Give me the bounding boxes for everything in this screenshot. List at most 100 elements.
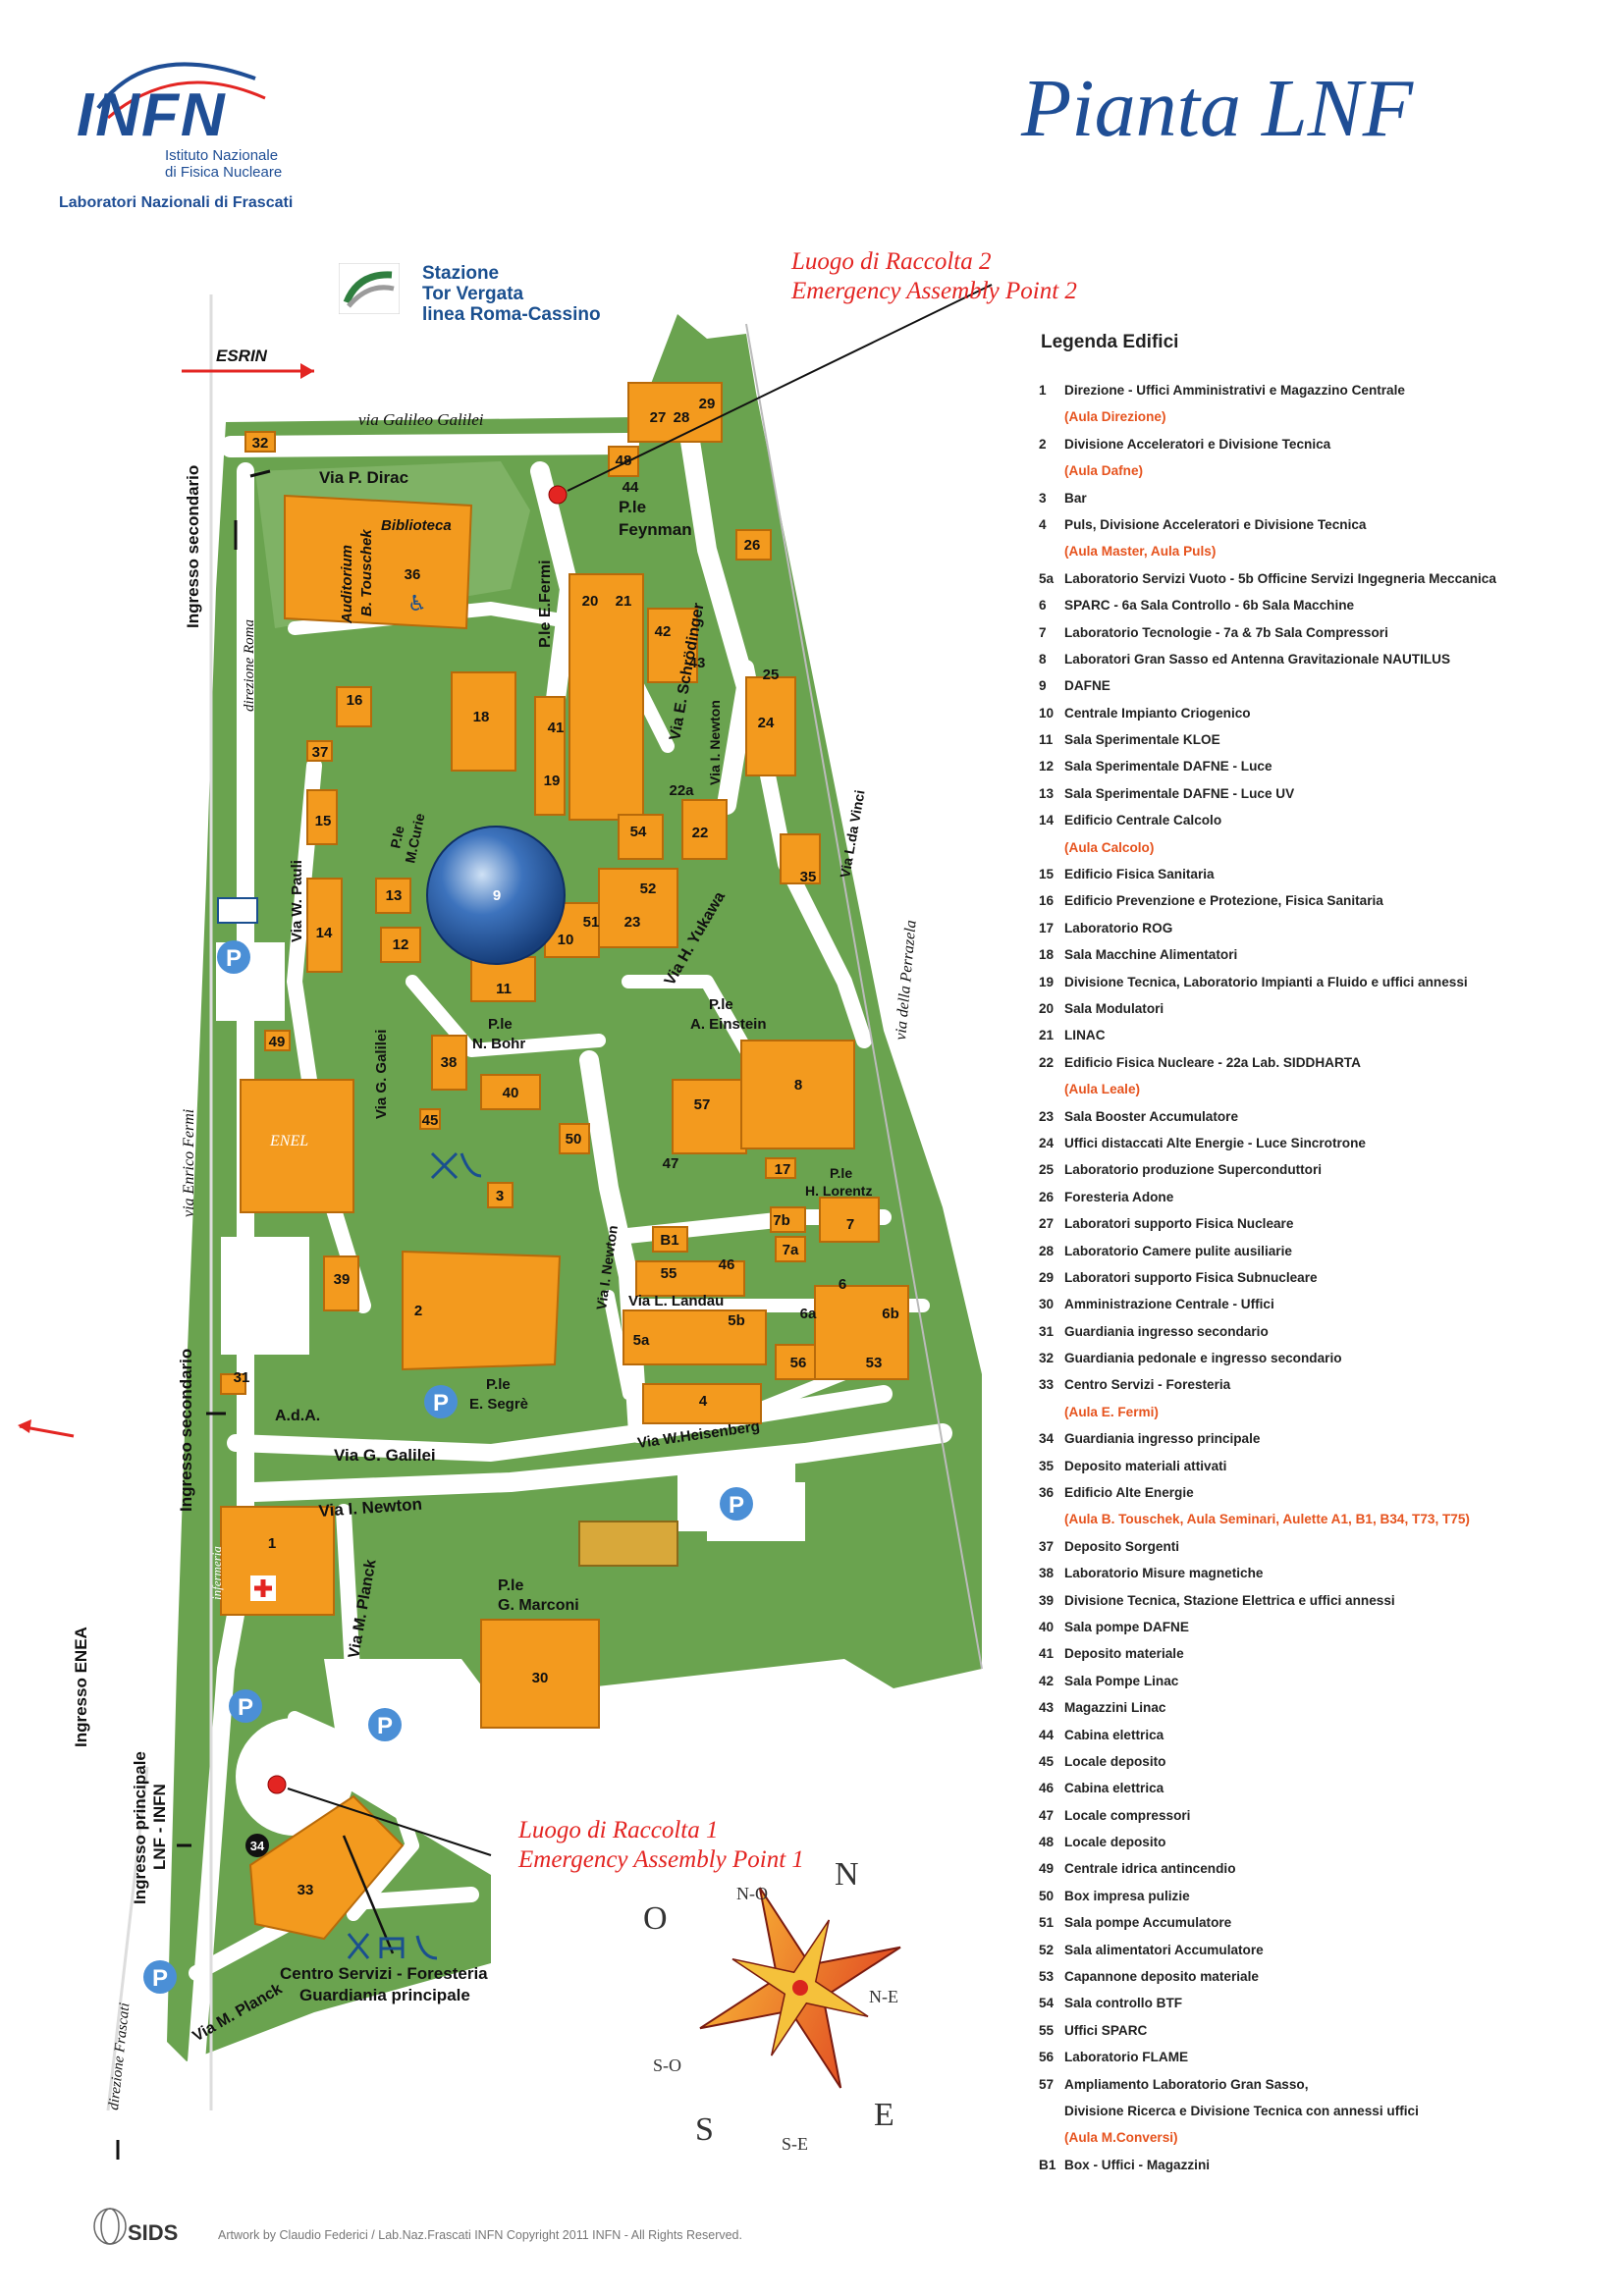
legend-item-text: Deposito Sorgenti: [1064, 1538, 1180, 1554]
legend-item-text: Ampliamento Laboratorio Gran Sasso,: [1064, 2076, 1309, 2092]
label-ple-e-fermi: P.le E.Fermi: [537, 560, 554, 648]
label-47: 47: [663, 1155, 679, 1172]
infn-logo-line2: di Fisica Nucleare: [165, 164, 283, 181]
legend-item-text: Edificio Fisica Sanitaria: [1064, 867, 1215, 882]
page-title: Pianta LNF: [1021, 63, 1414, 154]
legend-item-text: Sala pompe Accumulatore: [1064, 1915, 1232, 1931]
building-22: [681, 799, 728, 860]
legend-item-text: Locale deposito: [1064, 1835, 1166, 1850]
legend-item-number: 54: [1039, 1996, 1055, 2011]
legend-item-number: 5a: [1039, 570, 1055, 586]
label-21: 21: [616, 593, 632, 610]
label-6b: 6b: [882, 1306, 899, 1322]
label-auditorium: Auditorium: [339, 545, 355, 624]
legend-item-text: Uffici SPARC: [1064, 2022, 1148, 2038]
legend-item-text: Sala Sperimentale DAFNE - Luce UV: [1064, 785, 1295, 801]
legend-item-number: 51: [1039, 1915, 1055, 1931]
building-41-19: [534, 696, 566, 816]
label-ple-m-curie-1: P.le: [387, 824, 406, 849]
label-10: 10: [558, 932, 574, 948]
legend-item: 47 Locale compressori: [1039, 1802, 1598, 1829]
legend-item-sub: (Aula E. Fermi): [1064, 1404, 1159, 1419]
legend-item-number: 14: [1039, 813, 1055, 828]
legend-item-number: 29: [1039, 1269, 1055, 1285]
legend-item-number: 6: [1039, 598, 1047, 614]
building-1: [220, 1506, 335, 1616]
label-touschek: B. Touschek: [358, 529, 375, 616]
legend-item-text: Guardiania ingresso secondario: [1064, 1323, 1269, 1339]
legend-item-text: Centrale Impianto Criogenico: [1064, 705, 1251, 721]
label-38: 38: [441, 1054, 458, 1071]
legend-item-text: Cabina elettrica: [1064, 1727, 1164, 1742]
legend-item-sub-row: (Aula Dafne): [1039, 457, 1598, 484]
building-labels: 32 36 27 28 29 48 44 26 20 21 42 43 25 2…: [234, 396, 899, 1898]
label-ingresso-enea: Ingresso ENEA: [72, 1627, 90, 1747]
legend-item-number: 49: [1039, 1861, 1055, 1877]
label-ple-a-einstein-2: A. Einstein: [690, 1016, 767, 1033]
legend-item-number: 9: [1039, 678, 1047, 694]
label-via-g-galilei: Via G. Galilei: [334, 1446, 436, 1465]
legend-item-number: 25: [1039, 1162, 1055, 1178]
legend-item-number: 38: [1039, 1566, 1055, 1581]
label-centro-servizi: Centro Servizi - Foresteria: [280, 1964, 488, 1983]
legend-item-sub-row: (Aula Leale): [1039, 1076, 1598, 1102]
legend-item-sub-row: (Aula Master, Aula Puls): [1039, 538, 1598, 564]
legend-item-text: Capannone deposito materiale: [1064, 1969, 1259, 1985]
legend-item-sub-row: (Aula B. Touschek, Aula Seminari, Aulett…: [1039, 1506, 1598, 1532]
legend-item-text: Laboratorio ROG: [1064, 920, 1173, 935]
buildings: [220, 382, 909, 1941]
building-26: [735, 529, 772, 561]
legend-item-text: Locale compressori: [1064, 1807, 1191, 1823]
label-direzione-frascati: direzione Frascati: [106, 2002, 133, 2110]
legend-item-sub-row: (Aula Calcolo): [1039, 834, 1598, 861]
legend-item-number: 47: [1039, 1807, 1055, 1823]
legend-item: 14 Edificio Centrale Calcolo: [1039, 807, 1598, 833]
infn-logo-line3: Laboratori Nazionali di Frascati: [59, 194, 294, 211]
label-52: 52: [640, 881, 657, 897]
assembly-point-2-en: Emergency Assembly Point 2: [791, 278, 1077, 304]
legend-item-text: Edificio Centrale Calcolo: [1064, 813, 1222, 828]
legend-item-text: Laboratorio Servizi Vuoto - 5b Officine …: [1064, 570, 1496, 586]
legend-item-text: Uffici distaccati Alte Energie - Luce Si…: [1064, 1135, 1366, 1150]
building-31: [220, 1373, 246, 1395]
legend-item-text: Laboratori supporto Fisica Nucleare: [1064, 1216, 1294, 1232]
sids-logo-text: SIDS: [128, 2220, 179, 2245]
label-25: 25: [763, 667, 780, 683]
legend-item-text: Box impresa pulizie: [1064, 1888, 1190, 1903]
legend-item-sub: (Aula Dafne): [1064, 463, 1144, 479]
label-32: 32: [252, 435, 269, 452]
legend-item-text: Direzione - Uffici Amministrativi e Maga…: [1064, 383, 1405, 398]
legend-item-text: Deposito materiale: [1064, 1646, 1184, 1662]
svg-text:P: P: [226, 945, 242, 972]
label-55: 55: [661, 1265, 677, 1282]
building-12: [380, 927, 421, 963]
legend-item: 5a Laboratorio Servizi Vuoto - 5b Officin…: [1039, 565, 1598, 592]
label-36: 36: [405, 566, 421, 583]
legend-item-text: Amministrazione Centrale - Uffici: [1064, 1297, 1274, 1312]
label-18: 18: [473, 709, 490, 725]
compass-se: S-E: [782, 2134, 808, 2154]
label-11: 11: [496, 981, 512, 997]
sids-logo-icon: [93, 2208, 127, 2245]
dafne-ring: [426, 826, 566, 965]
legend-item-number: 28: [1039, 1243, 1055, 1258]
building-8: [740, 1040, 855, 1149]
label-enel: ENEL: [269, 1133, 308, 1149]
label-33: 33: [298, 1882, 314, 1898]
